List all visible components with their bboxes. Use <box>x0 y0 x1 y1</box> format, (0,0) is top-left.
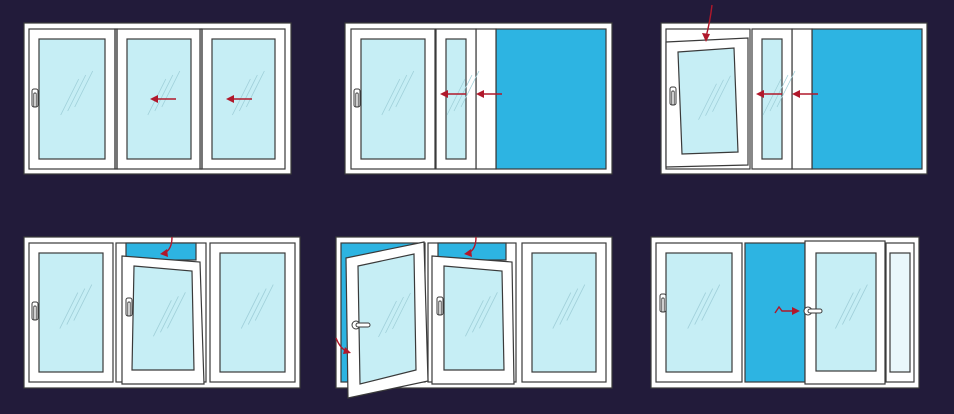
glass-pane <box>360 38 426 160</box>
left-arrow-icon <box>476 90 502 98</box>
swing-arrow-icon <box>335 337 351 354</box>
glass-reflection <box>465 292 498 337</box>
panel-turn-and-tilt <box>335 236 613 399</box>
glass-reflection <box>687 284 721 329</box>
glass-pane <box>761 38 783 160</box>
tilted-sash <box>431 255 515 385</box>
tilt-arrow-icon <box>160 236 173 257</box>
left-arrow-icon <box>150 95 176 103</box>
left-arrow-icon <box>226 95 252 103</box>
glass-pane <box>38 252 104 373</box>
left-arrow-icon <box>792 90 818 98</box>
panel-sliding-tilt <box>660 4 928 175</box>
sash <box>655 242 743 383</box>
opening-area <box>495 28 607 170</box>
left-arrow-icon <box>440 90 466 98</box>
glass-reflection <box>381 70 415 116</box>
glass-pane <box>219 252 286 373</box>
handle-icon <box>351 320 371 330</box>
handle-icon <box>669 86 677 106</box>
glass-reflection <box>762 70 796 116</box>
sash <box>751 28 796 170</box>
glass-reflection <box>698 75 731 120</box>
glass-pane <box>38 38 106 160</box>
sash <box>28 242 114 383</box>
glass-pane <box>357 253 417 385</box>
panel-slide-out <box>650 236 920 389</box>
glass-reflection <box>378 292 411 338</box>
sash <box>209 242 296 383</box>
handle-icon <box>353 88 361 108</box>
sash <box>435 28 480 170</box>
left-arrow-icon <box>756 90 782 98</box>
glass-reflection <box>231 70 265 116</box>
sash-frame <box>475 28 497 170</box>
swung-sash <box>345 241 429 399</box>
tilt-arrow-icon <box>702 4 713 42</box>
glass-reflection <box>60 70 94 116</box>
handle-icon <box>125 297 133 317</box>
glass-pane <box>445 38 467 160</box>
handle-icon <box>436 296 444 316</box>
handle-icon <box>659 293 667 313</box>
panel-tilt-middle <box>23 236 301 389</box>
sash-frame <box>791 28 813 170</box>
glass-pane <box>889 252 911 373</box>
sash <box>475 28 497 170</box>
handle-icon <box>31 88 39 108</box>
glass-pane <box>131 265 195 371</box>
sash <box>791 28 813 170</box>
tilt-arrow-icon <box>464 236 477 257</box>
sash <box>350 28 436 170</box>
glass-reflection <box>240 284 274 329</box>
panel-sliding-open <box>344 22 613 175</box>
glass-pane <box>531 252 597 373</box>
glass-reflection <box>552 284 586 329</box>
mullion <box>114 28 118 170</box>
mullion <box>199 28 203 170</box>
glass-reflection <box>153 292 186 337</box>
glass-pane <box>815 252 877 372</box>
sash <box>521 242 607 383</box>
glass-reflection <box>446 70 480 116</box>
sash <box>28 28 116 170</box>
tilted-sash <box>665 37 749 168</box>
tilted-sash <box>121 255 205 385</box>
opening-area <box>811 28 923 170</box>
handle-icon <box>803 306 823 316</box>
handle-icon <box>31 301 39 321</box>
swing-arrow-icon <box>774 305 800 315</box>
glass-reflection <box>59 284 93 329</box>
glass-pane <box>665 252 733 373</box>
glass-pane <box>443 265 505 371</box>
panel-sliding-closed <box>23 22 292 175</box>
glass-reflection <box>835 284 868 329</box>
